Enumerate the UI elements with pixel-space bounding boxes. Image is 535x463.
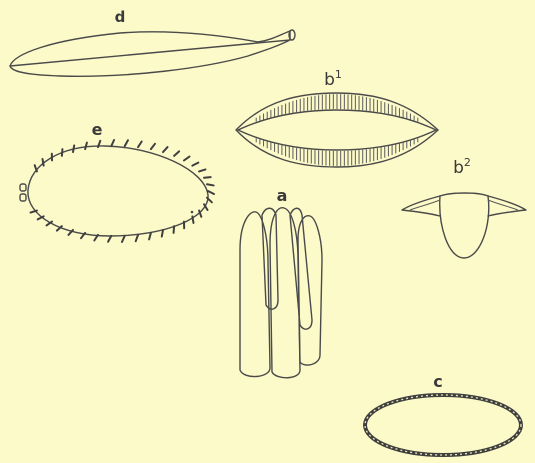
b1-striations	[256, 94, 418, 166]
specimen-e: e	[20, 120, 214, 242]
label-b2: b2	[453, 156, 471, 178]
label-b1-superscript: 1	[335, 68, 342, 81]
label-a: a	[277, 186, 288, 205]
specimen-a: a	[240, 186, 322, 378]
label-c: c	[433, 372, 442, 391]
label-d: d	[115, 8, 126, 26]
label-e: e	[92, 120, 103, 139]
label-b1: b1	[324, 68, 342, 90]
specimen-d: d	[10, 8, 295, 76]
specimen-c: c	[365, 372, 521, 455]
label-b2-superscript: 2	[464, 156, 471, 169]
specimen-b1: b1	[236, 68, 438, 167]
specimen-b2: b2	[402, 156, 526, 258]
